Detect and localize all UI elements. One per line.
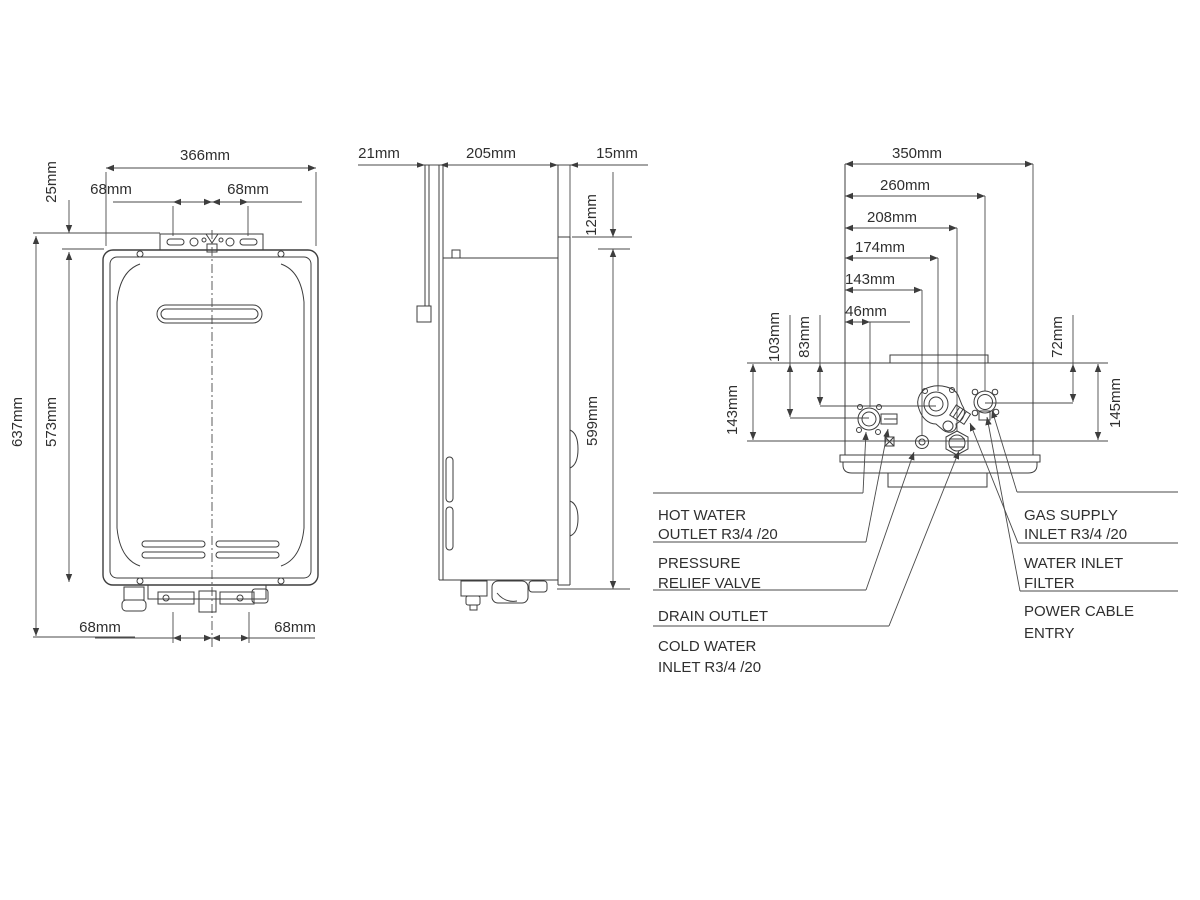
bottom-body (839, 354, 1041, 488)
label-cold-water-1: COLD WATER (658, 638, 757, 655)
side-front-bump-lower (569, 500, 579, 537)
label-cold-water-2: INLET R3/4 /20 (658, 659, 761, 676)
dim-front-bottom-hole-left: 68mm (79, 619, 121, 636)
dim-bottom-valve-depth: 83mm (796, 316, 813, 358)
label-gas-1: GAS SUPPLY (1024, 507, 1118, 524)
drain-outlet-fitting (915, 435, 929, 449)
leader-hot-water (862, 431, 869, 494)
side-vent-slot-lower (445, 506, 454, 551)
dim-bottom-valve-offset: 174mm (855, 239, 905, 256)
dim-front-body-height: 573mm (43, 397, 60, 447)
dim-bottom-hot-water-offset: 46mm (845, 303, 887, 320)
label-hot-water-2: OUTLET R3/4 /20 (658, 526, 778, 543)
front-body (102, 230, 319, 648)
dim-bottom-overall-width: 350mm (892, 145, 942, 162)
dim-bottom-cold-water-offset: 208mm (867, 209, 917, 226)
dim-side-bracket-depth: 21mm (358, 145, 400, 162)
dim-side-top-recess: 12mm (583, 194, 600, 236)
side-body (416, 165, 579, 586)
dim-side-front-overhang: 15mm (596, 145, 638, 162)
side-top-tab (451, 249, 461, 259)
front-top-slot (156, 304, 263, 324)
front-view: 366mm 68mm 68mm 25mm 637mm 573mm 68mm 68… (9, 147, 319, 648)
dim-bottom-gas-offset: 260mm (880, 177, 930, 194)
dim-front-bottom-hole-right: 68mm (274, 619, 316, 636)
dim-front-overall-height: 637mm (9, 397, 26, 447)
side-view: 21mm 205mm 15mm 12mm 599mm (358, 145, 648, 611)
side-front-bump-upper (569, 429, 579, 469)
label-drain-1: DRAIN OUTLET (658, 608, 768, 625)
label-pressure-1: PRESSURE (658, 555, 741, 572)
label-power-1: POWER CABLE (1024, 603, 1134, 620)
front-bottom-vents (141, 540, 280, 559)
cold-water-inlet-fitting (945, 430, 969, 456)
leader-drain (865, 451, 915, 591)
front-mounting-bracket (159, 233, 264, 253)
hot-water-outlet-fitting (856, 404, 898, 435)
leader-water-inlet-filter (969, 422, 1019, 544)
leader-power-cable (985, 416, 1021, 592)
dim-bottom-right-depth: 145mm (1107, 378, 1124, 428)
dim-front-hole-right: 68mm (227, 181, 269, 198)
gas-supply-inlet-fitting (971, 388, 1000, 421)
dim-bottom-left-depth: 143mm (724, 385, 741, 435)
leader-pressure-relief (865, 428, 890, 543)
power-cable-entry-fitting (978, 410, 991, 421)
bottom-view: 350mm 260mm 208mm 174mm 143mm 46mm 143mm… (724, 145, 1124, 488)
dim-side-body-height: 599mm (584, 396, 601, 446)
water-inlet-filter-fitting (949, 404, 972, 425)
side-bottom-fittings (460, 580, 548, 611)
label-filter-1: WATER INLET (1024, 555, 1123, 572)
dim-front-bracket-offset: 25mm (43, 161, 60, 203)
side-wall-bracket-hook (416, 305, 432, 323)
front-bottom-fittings (121, 584, 269, 613)
label-hot-water-1: HOT WATER (658, 507, 746, 524)
label-power-2: ENTRY (1024, 625, 1075, 642)
label-gas-2: INLET R3/4 /20 (1024, 526, 1127, 543)
callout-labels: HOT WATER OUTLET R3/4 /20 PRESSURE RELIE… (658, 507, 1134, 676)
callout-leaders (653, 409, 1178, 627)
label-pressure-2: RELIEF VALVE (658, 575, 761, 592)
dim-side-body-depth: 205mm (466, 145, 516, 162)
dim-front-overall-width: 366mm (180, 147, 230, 164)
side-vent-slot-upper (445, 456, 454, 503)
dim-bottom-hot-water-depth: 103mm (766, 312, 783, 362)
leader-gas-supply (991, 409, 1018, 493)
dim-bottom-gas-depth: 72mm (1049, 316, 1066, 358)
gas-valve-assembly (917, 385, 972, 433)
front-panel-crease-right (280, 263, 305, 567)
label-filter-2: FILTER (1024, 575, 1075, 592)
leader-cold-water (888, 450, 960, 627)
front-panel-crease-left (116, 263, 141, 567)
dim-bottom-drain-offset: 143mm (845, 271, 895, 288)
dim-front-hole-left: 68mm (90, 181, 132, 198)
